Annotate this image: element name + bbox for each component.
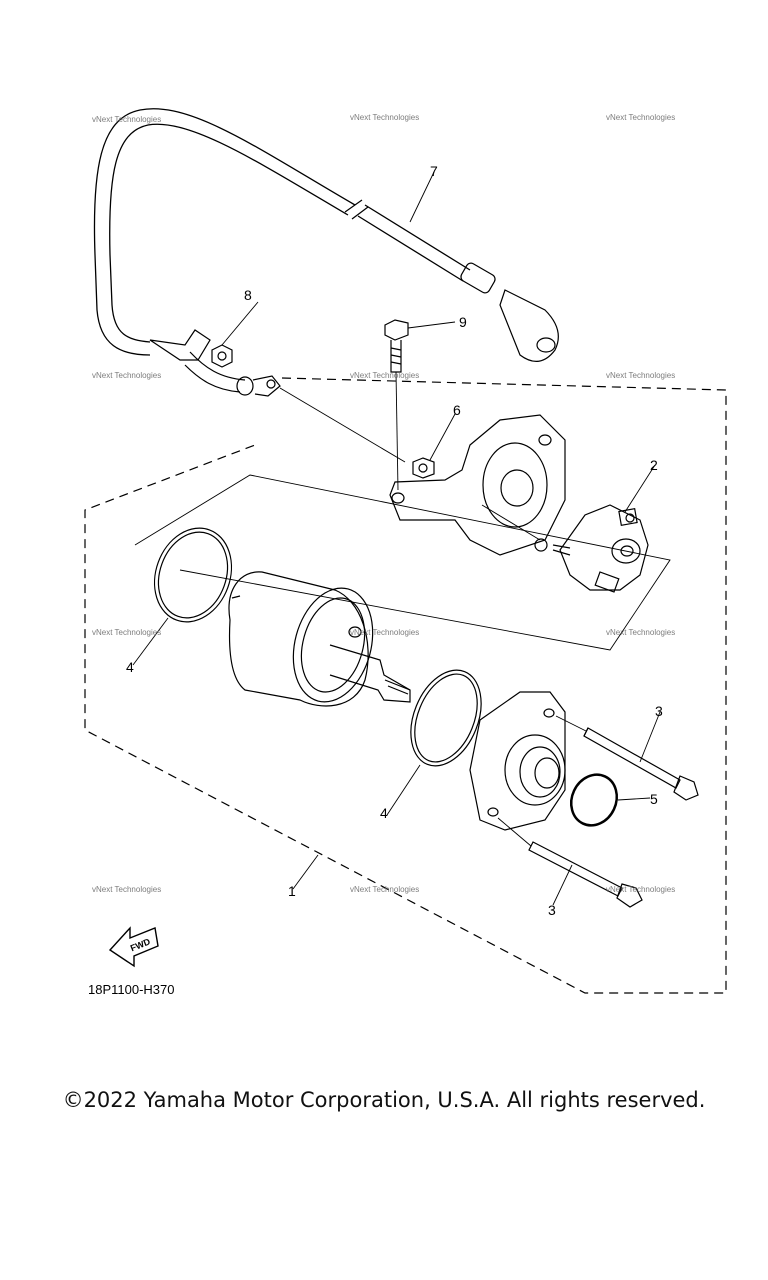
nut-part-8 [211,344,233,368]
watermark: vNext Technologies [606,885,675,894]
watermark: vNext Technologies [606,628,675,637]
watermark: vNext Technologies [606,113,675,122]
fwd-label: FWD [129,936,152,953]
watermark: vNext Technologies [92,628,161,637]
bolt-part-9 [384,319,409,491]
callout-5: 5 [650,791,658,807]
watermark: vNext Technologies [350,628,419,637]
copyright-notice: ©2022 Yamaha Motor Corporation, U.S.A. A… [62,1088,706,1112]
callout-7: 7 [430,163,438,179]
callout-2: 2 [650,457,658,473]
washer [534,538,548,552]
inner-plane [134,474,671,651]
watermark: vNext Technologies [350,371,419,380]
callout-3-upper: 3 [655,703,663,719]
starter-motor-diagram: 7 8 9 6 2 4 3 5 4 1 3 vNext Technologies… [84,108,727,997]
through-bolt-part-3-lower [497,817,643,908]
o-ring-part-5 [569,773,619,827]
callout-6: 6 [453,402,461,418]
brush-holder-part-2 [552,504,649,593]
callout-1: 1 [288,883,296,899]
watermark: vNext Technologies [350,113,419,122]
rear-cover [389,414,566,556]
starter-yoke [228,571,411,707]
fwd-arrow-icon [108,926,159,968]
callout-9: 9 [459,314,467,330]
watermark: vNext Technologies [92,885,161,894]
watermark: vNext Technologies [606,371,675,380]
o-ring-part-4-lower [410,669,482,767]
callout-3-lower: 3 [548,902,556,918]
front-cover [469,691,566,831]
o-ring-part-4-upper [153,527,233,623]
watermark: vNext Technologies [350,885,419,894]
through-bolt-part-3-upper [555,715,699,801]
battery-cable-part-7 [93,108,559,397]
watermark: vNext Technologies [92,115,161,124]
callout-8: 8 [244,287,252,303]
nut-part-6 [412,457,435,479]
assembly-1-boundary [84,377,727,994]
diagram-code: 18P1100-H370 [88,982,175,997]
callout-4-upper: 4 [126,659,134,675]
callout-4-lower: 4 [380,805,388,821]
watermark: vNext Technologies [92,371,161,380]
